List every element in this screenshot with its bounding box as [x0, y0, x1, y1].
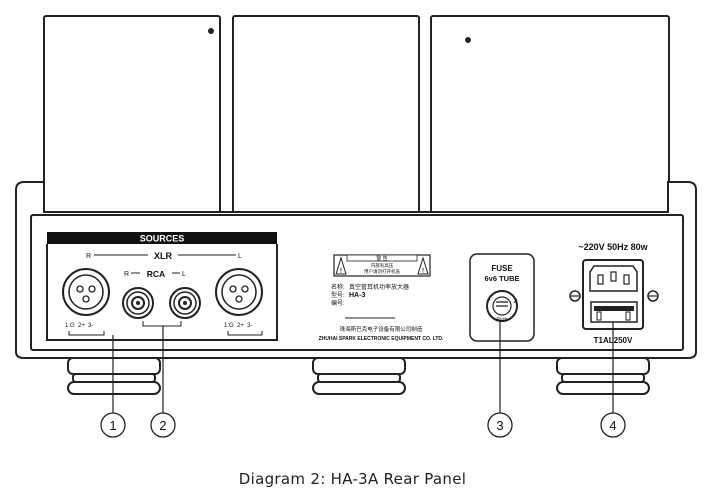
cover-screw [465, 37, 471, 43]
power-inlet-section: ~220V 50Hz 80w T1AL250V [569, 242, 659, 345]
xlr-right-marker: R [86, 253, 91, 260]
rca-input-right[interactable] [122, 287, 154, 319]
fuse-knob-grip [486, 298, 518, 304]
feet [67, 357, 650, 395]
warning-triangle-icon [335, 256, 347, 275]
name-value: 真空管耳机功率放大器 [349, 283, 409, 291]
svg-text:3: 3 [496, 418, 503, 433]
xlr-input-right[interactable] [62, 268, 110, 316]
left-cover [43, 15, 221, 217]
callout-3: 3 [487, 412, 513, 438]
cover-screw [208, 28, 214, 34]
transformer-covers [43, 15, 670, 217]
xlr-input-left[interactable] [215, 268, 263, 316]
name-label: 名称: [331, 283, 345, 291]
rca-right-marker: R [124, 271, 129, 278]
rca-input-left[interactable] [169, 287, 201, 319]
rca-left-marker: L [182, 271, 186, 278]
maker-en: ZHUHAI SPARK ELECTRONIC EQUIPMENT CO. LT… [319, 336, 444, 342]
foot-right [556, 357, 650, 395]
sources-header: SOURCES [140, 234, 185, 244]
callout-leaders [112, 321, 614, 413]
warning-triangle-icon [417, 256, 429, 275]
xlr-label: XLR [154, 251, 173, 261]
foot-left [67, 357, 161, 395]
svg-text:4: 4 [609, 418, 616, 433]
callout-4: 4 [600, 412, 626, 438]
iec-power-socket[interactable] [582, 259, 644, 330]
fuse-subtitle: 6v6 TUBE [484, 274, 519, 283]
callout-2: 2 [150, 412, 176, 438]
rca-label: RCA [147, 269, 165, 279]
warning-line2: 用户请勿打开机盖 [364, 268, 400, 275]
sources-section: SOURCES R XLR L R RCA L [46, 232, 278, 341]
model-value: HA-3 [349, 292, 365, 299]
pin-legend-right: 1:G 2+ 3- [65, 323, 94, 329]
nameplate: ! ! 警 告 内部有高压 用户请勿打开机盖 名称: 真空管耳机功率放大器 型号… [319, 254, 444, 342]
right-cover [430, 15, 670, 217]
model-label: 型号: [331, 291, 345, 299]
maker-cn: 珠海斯巴克电子设备有限公司制造 [340, 325, 423, 333]
svg-text:1: 1 [109, 418, 116, 433]
fuse-holder-knob[interactable] [486, 290, 518, 322]
tube-fuse-module: FUSE 6v6 TUBE Push [469, 253, 535, 342]
svg-text:2: 2 [159, 418, 166, 433]
serial-label: 编号: [331, 299, 345, 307]
callout-1: 1 [100, 412, 126, 438]
warning-title: 警 告 [376, 255, 387, 262]
diagram-caption: Diagram 2: HA-3A Rear Panel [238, 470, 467, 488]
mount-screw-left [569, 290, 581, 302]
warning-line1: 内部有高压 [371, 262, 394, 269]
fuse-title: FUSE [491, 264, 513, 273]
power-rating: ~220V 50Hz 80w [578, 242, 648, 252]
pin-legend-left: 1:G 2+ 3- [224, 323, 253, 329]
xlr-left-marker: L [238, 253, 242, 260]
fuse-knob-text: Push [496, 317, 508, 323]
center-cover [232, 15, 420, 217]
mount-screw-right [647, 290, 659, 302]
callouts: 1 2 3 4 [100, 412, 626, 438]
svg-text:!: ! [422, 269, 424, 275]
foot-center [312, 357, 406, 395]
svg-text:!: ! [340, 269, 342, 275]
